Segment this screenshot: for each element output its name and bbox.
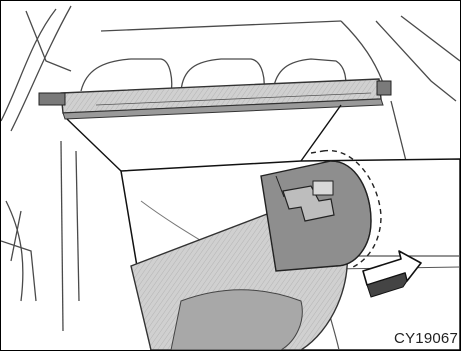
detail-panel: [121, 151, 460, 350]
figure-code: CY19067: [394, 330, 458, 347]
cargo-cover-roller: [39, 79, 391, 119]
